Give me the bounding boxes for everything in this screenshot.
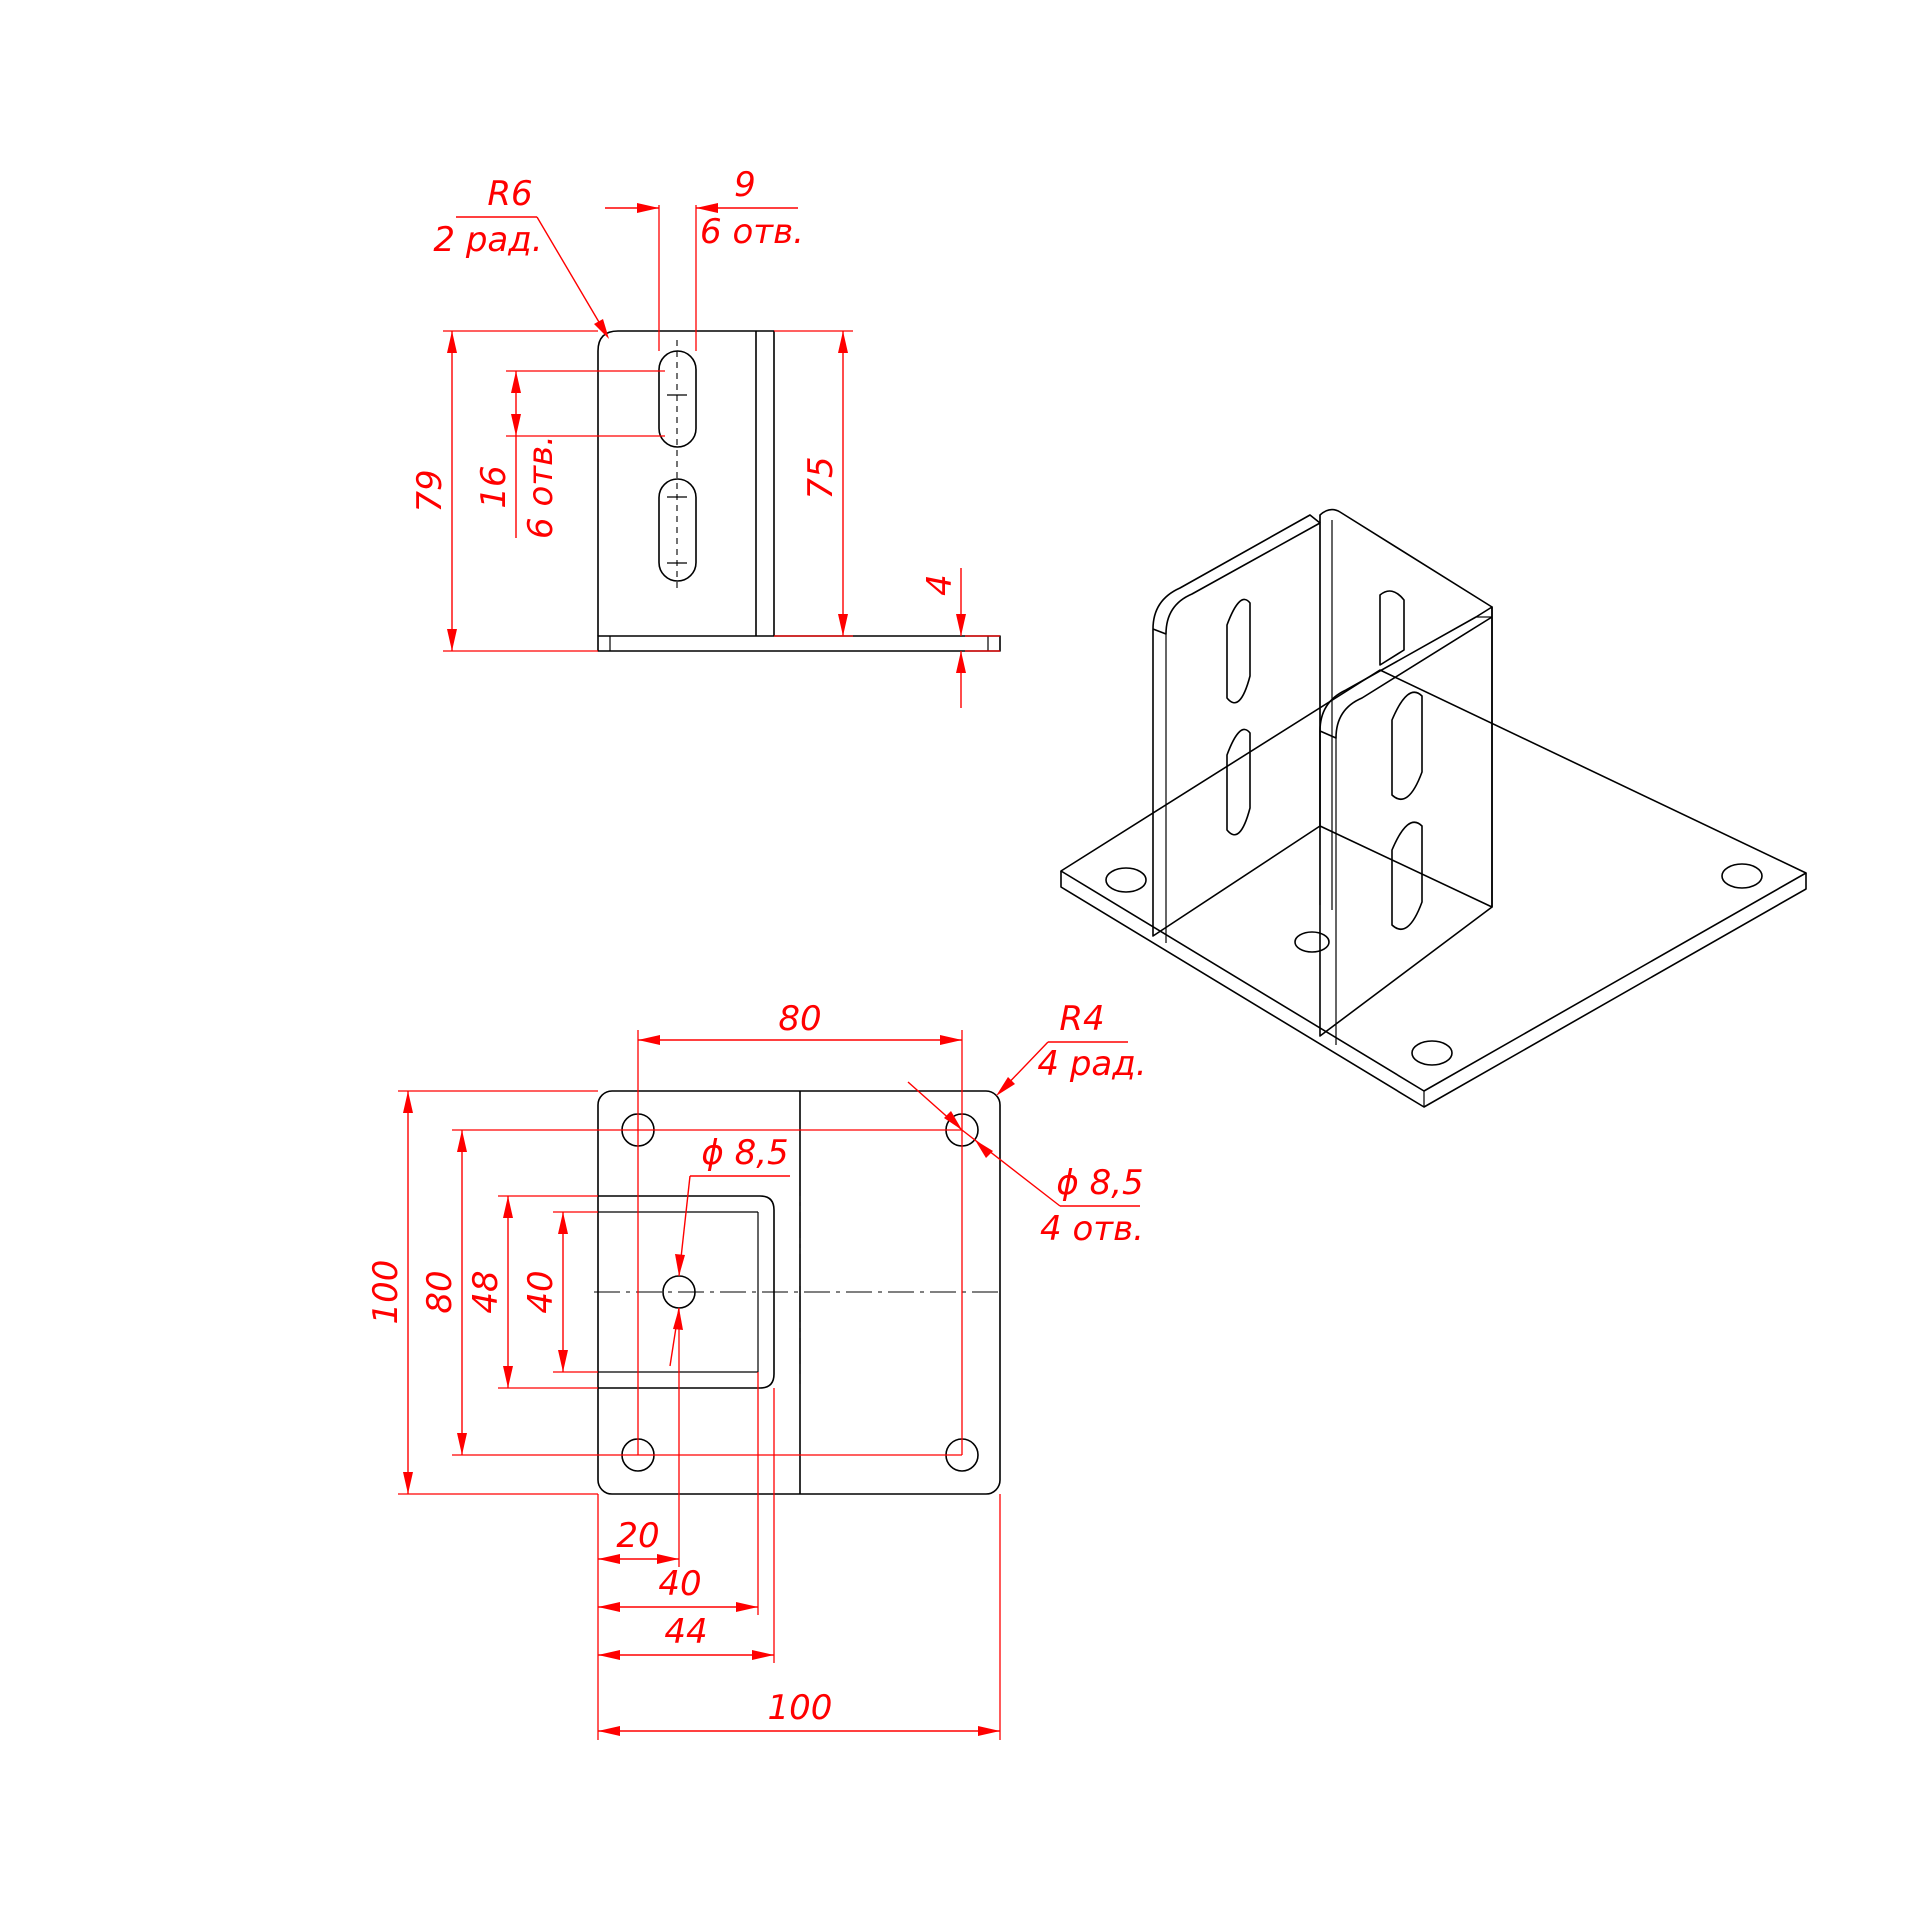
iso-base-plate-top: [1060, 669, 1807, 1092]
top-center-hole-diameter-label: ϕ 8,5: [701, 1133, 788, 1173]
iso-right-slot-upper: [1391, 691, 1423, 800]
top-channel-outer-width-label: 44: [664, 1612, 707, 1652]
front-view: 9 6 отв. R6 2 рад. 79 16 6 отв. 75: [410, 165, 1001, 708]
iso-base-plate-edge: [1060, 871, 1807, 1108]
top-corner-count-label: 4 рад.: [1037, 1044, 1146, 1084]
front-total-height-label: 79: [410, 469, 450, 512]
top-channel-outer-height-label: 48: [466, 1270, 506, 1313]
iso-base-hole-left: [1105, 867, 1147, 893]
top-corner-hole-diameter-label: ϕ 8,5: [1056, 1163, 1143, 1203]
top-corner-hole-count-label: 4 отв.: [1040, 1209, 1144, 1249]
top-channel-inner-width-label: 40: [658, 1564, 701, 1604]
top-channel-inner-height-label: 40: [521, 1270, 561, 1313]
iso-base-hole-right: [1721, 863, 1763, 889]
front-slot-pitch-label: 16: [474, 465, 514, 508]
iso-base-hole-front: [1411, 1040, 1453, 1066]
top-view: 80 R4 4 рад. ϕ 8,5 4 отв. ϕ 8,5 100: [366, 999, 1147, 1740]
front-slot-width-label: 9: [734, 165, 756, 205]
top-corner-radius-label: R4: [1059, 999, 1104, 1039]
top-center-hole-offset-label: 20: [616, 1516, 659, 1556]
top-base-height-label: 100: [366, 1260, 406, 1325]
iso-back-slot-upper: [1379, 590, 1405, 666]
top-hole-spacing-y-label: 80: [420, 1270, 460, 1313]
iso-back-plate: [1319, 508, 1493, 908]
isometric-view: [1060, 508, 1807, 1108]
front-slot-lower: [658, 478, 697, 582]
front-plate-height-label: 75: [801, 456, 841, 499]
top-hole-spacing-x-label: 80: [778, 999, 821, 1039]
iso-base-hole-center: [1294, 931, 1330, 953]
front-slot-pitch-count-label: 6 отв.: [521, 435, 561, 539]
iso-right-slot-lower: [1391, 821, 1423, 930]
front-fillet-radius-label: R6: [487, 174, 532, 214]
front-fillet-count-label: 2 рад.: [433, 220, 542, 260]
front-base-thickness-label: 4: [920, 574, 960, 596]
iso-left-slot-upper: [1226, 598, 1251, 704]
iso-left-plate-face: [1152, 514, 1321, 937]
front-base-plate: [597, 635, 1001, 652]
iso-left-plate-edge: [1152, 522, 1321, 635]
iso-right-plate-edge: [1319, 616, 1493, 739]
top-base-width-label: 100: [768, 1688, 833, 1728]
front-slot-count-label: 6 отв.: [700, 212, 804, 252]
front-plate-outline: [597, 330, 775, 636]
iso-left-slot-lower: [1226, 728, 1251, 836]
iso-right-plate-face: [1319, 606, 1493, 1037]
